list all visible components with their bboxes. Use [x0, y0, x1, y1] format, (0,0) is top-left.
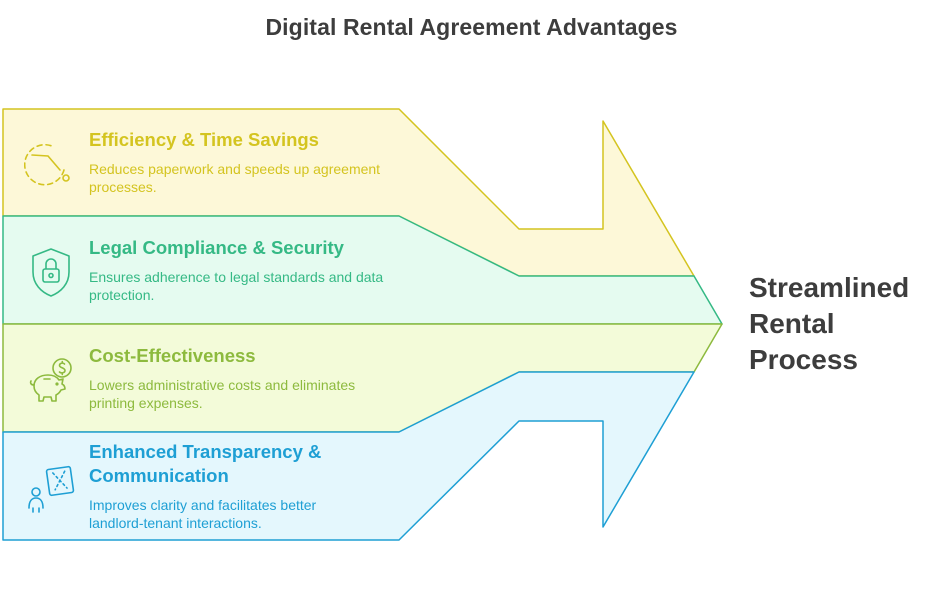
item-description: Ensures adherence to legal standards and…	[89, 269, 384, 303]
person-document-icon	[28, 465, 75, 513]
clock-fast-icon	[24, 143, 70, 186]
result-line-3: Process	[749, 344, 858, 375]
item-efficiency: Efficiency & Time Savings Reduces paperw…	[89, 128, 399, 196]
item-heading: Legal Compliance & Security	[89, 237, 344, 258]
item-description: Reduces paperwork and speeds up agreemen…	[89, 161, 381, 195]
band-transparency	[2, 371, 695, 541]
item-cost: Cost-Effectiveness Lowers administrative…	[89, 344, 399, 412]
result-label: Streamlined Rental Process	[749, 270, 939, 378]
diagram-title: Digital Rental Agreement Advantages	[265, 14, 678, 40]
piggy-bank-icon	[29, 358, 72, 402]
result-line-1: Streamlined	[749, 272, 910, 303]
item-transparency: Enhanced Transparency & Communication Im…	[89, 440, 339, 532]
result-line-2: Rental	[749, 308, 835, 339]
item-heading: Cost-Effectiveness	[89, 345, 256, 366]
item-description: Lowers administrative costs and eliminat…	[89, 377, 356, 411]
item-legal: Legal Compliance & Security Ensures adhe…	[89, 236, 399, 304]
item-heading: Efficiency & Time Savings	[89, 129, 319, 150]
item-description: Improves clarity and facilitates better …	[89, 497, 317, 531]
shield-lock-icon	[32, 248, 70, 297]
item-heading: Enhanced Transparency & Communication	[89, 441, 322, 486]
